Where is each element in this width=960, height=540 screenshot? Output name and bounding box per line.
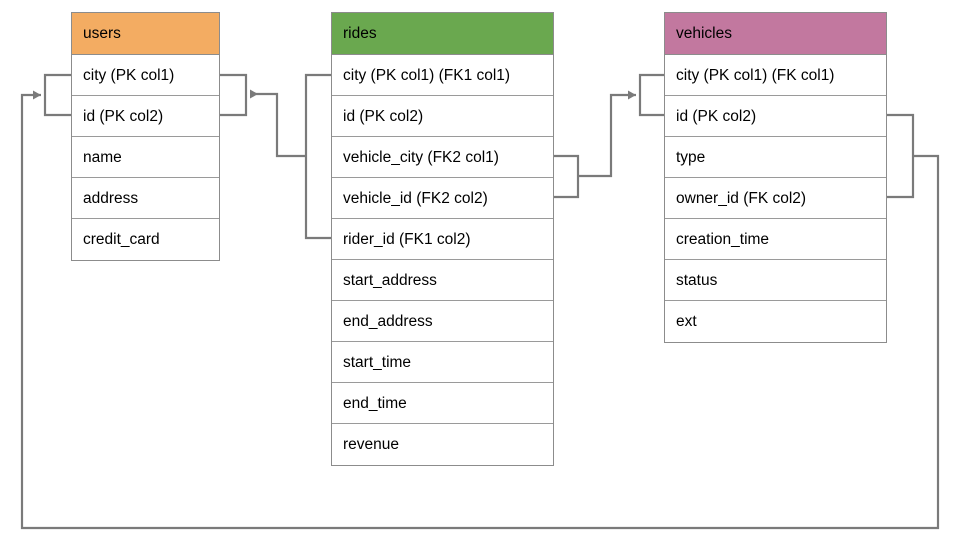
table-row: end_time xyxy=(332,383,553,424)
vehicles-right-bracket xyxy=(887,113,915,199)
table-rides-header: rides xyxy=(332,13,553,55)
rides-right-bracket xyxy=(554,154,580,199)
table-vehicles[interactable]: vehicles city (PK col1) (FK col1) id (PK… xyxy=(664,12,887,343)
table-row: start_time xyxy=(332,342,553,383)
table-row: name xyxy=(72,137,219,178)
table-row: vehicle_city (FK2 col1) xyxy=(332,137,553,178)
table-row: address xyxy=(72,178,219,219)
vehicles-left-bracket xyxy=(638,73,664,117)
table-row: rider_id (FK1 col2) xyxy=(332,219,553,260)
table-row: revenue xyxy=(343,436,400,453)
table-row: id (PK col2) xyxy=(665,96,886,137)
table-row: id (PK col2) xyxy=(72,96,219,137)
edge-rides-fk2-to-vehicles xyxy=(578,90,636,178)
table-row: ext xyxy=(676,313,697,330)
table-row: city (PK col1) (FK col1) xyxy=(665,55,886,96)
table-row: end_address xyxy=(332,301,553,342)
table-row: city (PK col1) xyxy=(72,55,219,96)
users-left-bracket xyxy=(43,73,71,117)
table-vehicles-header: vehicles xyxy=(665,13,886,55)
rides-left-bracket xyxy=(304,73,331,240)
table-row: status xyxy=(665,260,886,301)
table-row: start_address xyxy=(332,260,553,301)
table-users[interactable]: users city (PK col1) id (PK col2) name a… xyxy=(71,12,220,261)
table-users-header: users xyxy=(72,13,219,55)
table-row: type xyxy=(665,137,886,178)
table-row: city (PK col1) (FK1 col1) xyxy=(332,55,553,96)
table-rides[interactable]: rides city (PK col1) (FK1 col1) id (PK c… xyxy=(331,12,554,466)
table-row: credit_card xyxy=(83,231,160,248)
table-row: creation_time xyxy=(665,219,886,260)
table-row: owner_id (FK col2) xyxy=(665,178,886,219)
users-right-bracket xyxy=(220,73,248,117)
table-row: vehicle_id (FK2 col2) xyxy=(332,178,553,219)
edge-rides-fk1-to-users xyxy=(250,89,306,158)
table-row: id (PK col2) xyxy=(332,96,553,137)
